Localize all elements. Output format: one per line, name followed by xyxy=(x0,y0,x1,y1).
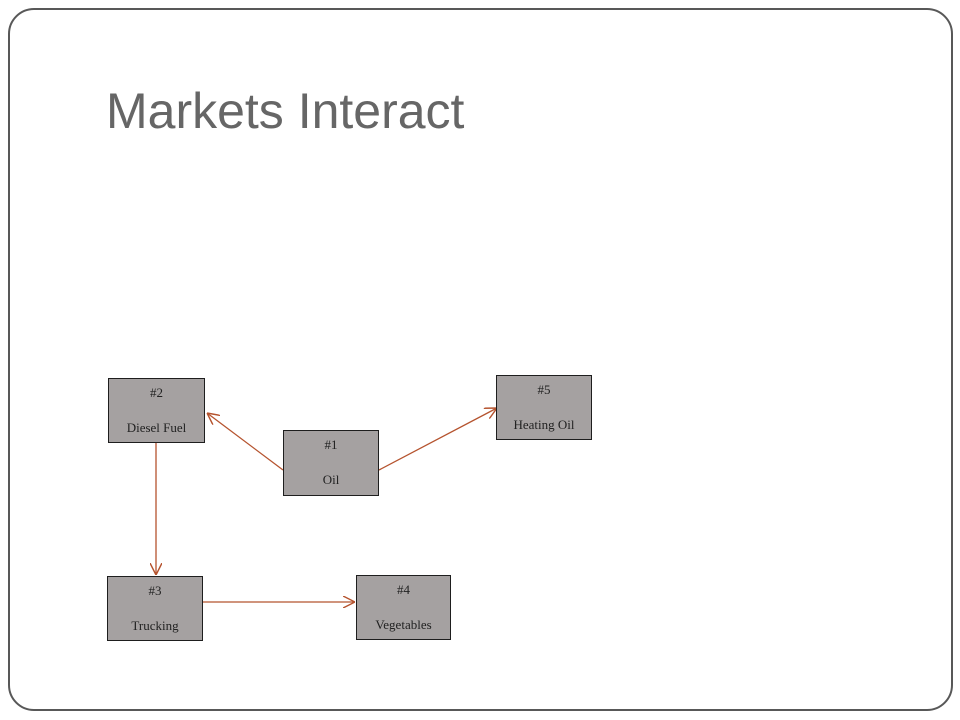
node-number: #4 xyxy=(397,582,410,597)
node-number: #3 xyxy=(148,583,162,598)
node-label: Trucking xyxy=(131,618,179,633)
node-number: #1 xyxy=(324,437,338,452)
arrow-oil-to-diesel-fuel xyxy=(207,413,284,471)
slide-title: Markets Interact xyxy=(106,83,465,139)
node-vegetables: #4 Vegetables xyxy=(356,575,451,640)
node-label: Oil xyxy=(322,472,340,487)
node-label: Vegetables xyxy=(375,617,432,632)
arrow-oil-to-heating-oil xyxy=(378,408,497,471)
node-number: #5 xyxy=(537,382,551,397)
node-label: Diesel Fuel xyxy=(126,420,187,435)
node-label: Heating Oil xyxy=(513,417,575,432)
node-oil: #1 Oil xyxy=(283,430,379,496)
node-number: #2 xyxy=(150,385,163,400)
node-diesel-fuel: #2 Diesel Fuel xyxy=(108,378,205,443)
node-heating-oil: #5 Heating Oil xyxy=(496,375,592,440)
node-trucking: #3 Trucking xyxy=(107,576,203,641)
